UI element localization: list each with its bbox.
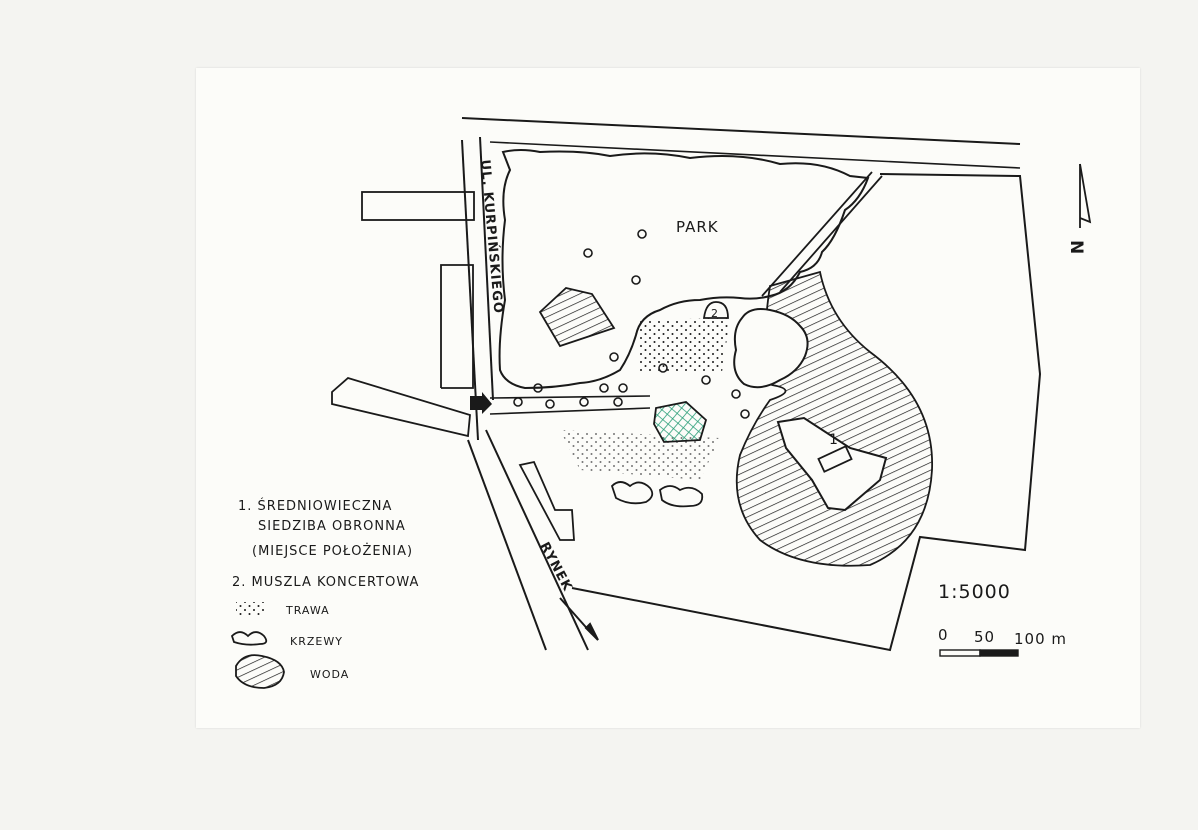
scale-tick-0: 0 bbox=[938, 626, 949, 644]
ne-path bbox=[761, 171, 883, 297]
trees bbox=[513, 229, 750, 419]
park-outline bbox=[498, 149, 870, 390]
site-2-marker: 2 bbox=[711, 307, 719, 320]
water-hatched bbox=[538, 270, 933, 567]
legend: 1. ŚREDNIOWIECZNA SIEDZIBA OBRONNA (MIEJ… bbox=[230, 498, 419, 689]
site-2-shell bbox=[702, 301, 729, 319]
scale-ratio: 1:5000 bbox=[938, 581, 1011, 603]
legend-water-label: WODA bbox=[310, 668, 349, 681]
legend-water-symbol bbox=[235, 654, 285, 689]
street-rynek-label: RYNEK bbox=[536, 540, 574, 594]
street-rynek bbox=[467, 429, 589, 651]
scale-bar-black bbox=[979, 649, 1019, 657]
legend-grass-label: TRAWA bbox=[285, 604, 330, 617]
legend-shrub-label: KRZEWY bbox=[290, 635, 343, 648]
grove bbox=[733, 308, 809, 389]
rynek-arrow bbox=[559, 597, 599, 641]
map-sheet bbox=[196, 68, 1140, 728]
monument-site bbox=[653, 401, 708, 443]
scale-tick-50: 50 bbox=[974, 628, 995, 646]
entrance-arrow bbox=[470, 392, 492, 414]
buildings bbox=[331, 191, 575, 541]
park-label: PARK bbox=[676, 218, 719, 236]
north-arrow-icon bbox=[1079, 163, 1092, 228]
legend-item-1-line3: (MIEJSCE POŁOŻENIA) bbox=[252, 543, 413, 559]
legend-shrub-symbol bbox=[230, 631, 268, 646]
shrubs bbox=[610, 481, 704, 508]
boundary-lines bbox=[461, 117, 1042, 652]
island bbox=[776, 416, 888, 512]
scale-tick-100: 100 m bbox=[1014, 630, 1067, 648]
grass-areas bbox=[560, 318, 730, 480]
street-kurpinskiego-label: UL. KURPIŃSKIEGO bbox=[477, 159, 506, 315]
scale-bar-white bbox=[939, 649, 981, 657]
legend-grass-symbol bbox=[236, 602, 264, 616]
site-1-marker: 1 bbox=[829, 432, 839, 448]
legend-item-2: 2. MUSZLA KONCERTOWA bbox=[232, 575, 419, 590]
site-1-building bbox=[817, 445, 853, 473]
legend-item-1-line2: SIEDZIBA OBRONNA bbox=[258, 519, 406, 534]
north-label: N bbox=[1066, 240, 1086, 255]
legend-item-1-line1: 1. ŚREDNIOWIECZNA bbox=[238, 498, 392, 514]
scale: 1:5000 0 50 100 m bbox=[938, 581, 1067, 657]
street-kurpinskiego bbox=[461, 136, 494, 441]
